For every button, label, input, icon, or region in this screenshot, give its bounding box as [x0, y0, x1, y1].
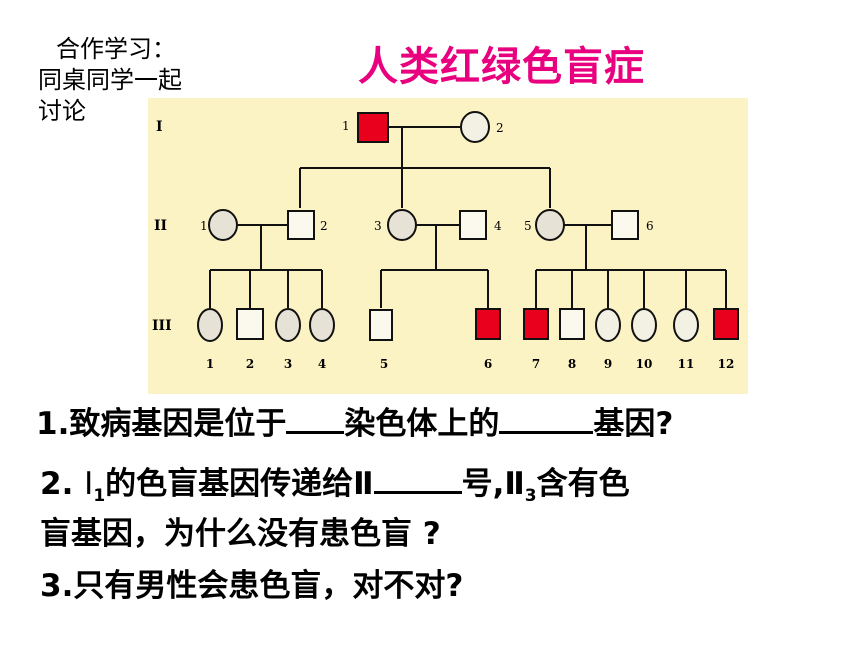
- pedigree-male: [287, 210, 315, 240]
- gen-label-3: III: [152, 318, 172, 334]
- blank-chromosome: [286, 431, 345, 434]
- question-2-sub-2: 3: [524, 486, 537, 506]
- question-1-text-c: 基因?: [593, 406, 674, 442]
- side-note: 合作学习： 同桌同学一起 讨论: [38, 34, 228, 127]
- blank-number: [373, 491, 462, 494]
- question-2: 2. Ⅰ1的色盲基因传递给Ⅱ 号,Ⅱ3含有色: [40, 458, 630, 506]
- pedigree-male: [236, 308, 264, 340]
- question-2-text-a: 的色盲基因传递给Ⅱ: [105, 466, 374, 502]
- pedigree-chart: I II III 1 2 1 2 3 4 5 6 1 2 3 4 5 6 7 8…: [148, 98, 748, 394]
- pedigree-female-carrier: [197, 308, 223, 342]
- question-2-sub-1: 1: [93, 486, 106, 506]
- question-1-text-a: 致病基因是位于: [69, 406, 287, 442]
- blank-gene-type: [499, 431, 594, 434]
- pedigree-number: 1: [342, 119, 350, 133]
- side-note-line-1: 合作学习：: [56, 35, 176, 63]
- pedigree-number: 2: [496, 121, 504, 135]
- question-3-number: 3.: [40, 568, 74, 604]
- pedigree-female: [595, 308, 621, 342]
- question-1-text-b: 染色体上的: [344, 406, 500, 442]
- question-2-text-b: 号,Ⅱ: [461, 466, 525, 502]
- pedigree-number: 4: [494, 219, 502, 233]
- pedigree-number: 6: [484, 357, 492, 371]
- pedigree-male-affected: [357, 112, 389, 143]
- pedigree-female: [460, 111, 490, 143]
- question-1-number: 1.: [36, 406, 70, 442]
- gen3-numbers: 1 2 3 4 5 6 7 8 9 10 11 12: [206, 357, 735, 371]
- pedigree-number: 9: [604, 357, 612, 371]
- pedigree-background: [148, 98, 748, 394]
- question-2-number: 2.: [40, 466, 74, 502]
- pedigree-male: [611, 210, 639, 240]
- pedigree-male: [459, 210, 487, 240]
- question-1: 1.致病基因是位于 染色体上的 基因?: [36, 398, 673, 443]
- gen-label-2: II: [154, 218, 167, 234]
- pedigree-number: 8: [568, 357, 576, 371]
- pedigree-male-affected: [475, 308, 501, 340]
- pedigree-number: 12: [718, 357, 735, 371]
- pedigree-number: 1: [200, 219, 208, 233]
- question-3-text: 只有男性会患色盲，对不对?: [73, 568, 464, 604]
- question-3: 3.只有男性会患色盲，对不对?: [40, 560, 463, 605]
- question-2-roman: Ⅰ: [84, 466, 94, 502]
- pedigree-female-carrier: [275, 308, 301, 342]
- pedigree-male: [559, 308, 585, 340]
- pedigree-number: 2: [320, 219, 328, 233]
- question-2-line-2: 盲基因，为什么没有患色盲 ?: [40, 516, 441, 552]
- pedigree-male: [369, 309, 393, 341]
- pedigree-number: 1: [206, 357, 214, 371]
- side-note-line-2: 同桌同学一起: [38, 66, 182, 94]
- pedigree-number: 2: [246, 357, 254, 371]
- pedigree-number: 5: [524, 219, 532, 233]
- side-note-line-3: 讨论: [38, 97, 86, 125]
- pedigree-female-carrier: [208, 209, 238, 241]
- pedigree-number: 3: [284, 357, 292, 371]
- pedigree-male-affected: [523, 308, 549, 340]
- pedigree-number: 4: [318, 357, 326, 371]
- pedigree-number: 7: [532, 357, 540, 371]
- pedigree-female-carrier: [535, 209, 565, 241]
- question-2-text-c: 含有色: [536, 466, 630, 502]
- pedigree-number: 11: [678, 357, 695, 371]
- pedigree-number: 3: [374, 219, 382, 233]
- pedigree-female-carrier: [309, 308, 335, 342]
- pedigree-number: 5: [380, 357, 388, 371]
- gen-label-1: I: [156, 119, 163, 135]
- pedigree-female-carrier: [387, 209, 417, 241]
- pedigree-female: [631, 308, 657, 342]
- pedigree-male-affected: [713, 308, 739, 340]
- pedigree-number: 10: [636, 357, 653, 371]
- page-title: 人类红绿色盲症: [358, 44, 645, 90]
- pedigree-number: 6: [646, 219, 654, 233]
- pedigree-female: [673, 308, 699, 342]
- pedigree-lines: [209, 126, 727, 308]
